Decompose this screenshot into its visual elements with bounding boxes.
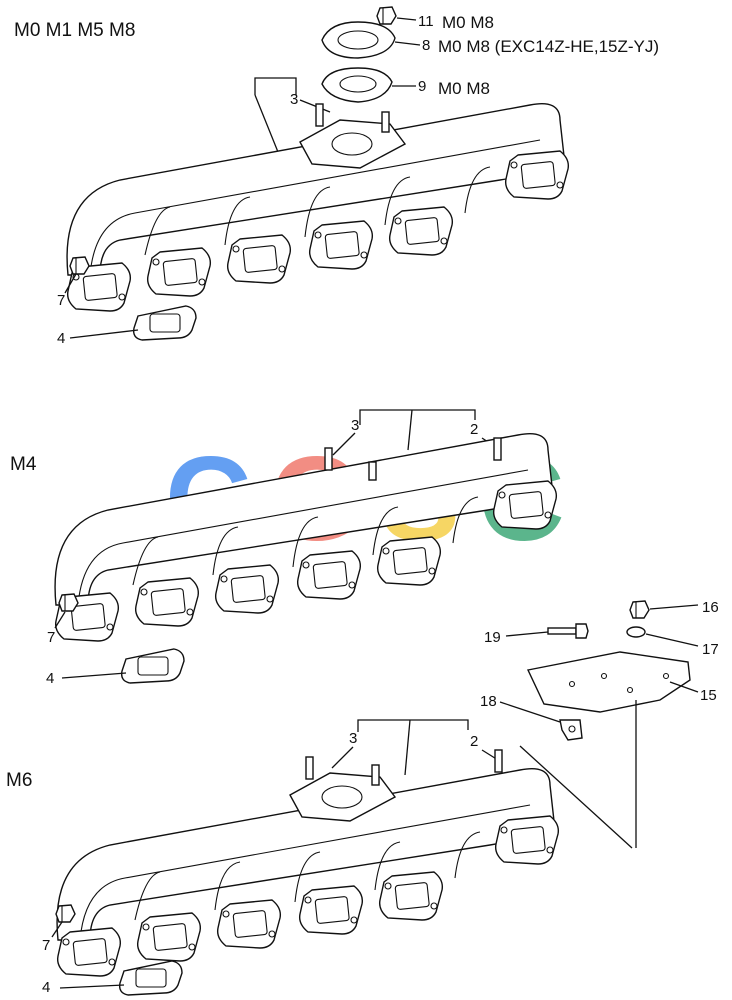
part-number-16: 16 bbox=[702, 599, 719, 616]
nut-7-top bbox=[69, 256, 90, 275]
part-number-3-mid: 3 bbox=[351, 417, 359, 434]
gasket-4-top bbox=[132, 305, 197, 341]
assembly-middle: M4 3 2 7 4 bbox=[10, 409, 556, 687]
nut-11 bbox=[376, 6, 397, 25]
nut-16 bbox=[629, 600, 650, 619]
manifold-middle bbox=[55, 434, 556, 641]
gasket-4-middle bbox=[120, 648, 185, 684]
part-number-17: 17 bbox=[702, 641, 719, 658]
model-label-bottom: M6 bbox=[6, 770, 32, 791]
part-number-9: 9 bbox=[418, 78, 426, 95]
part-number-15: 15 bbox=[700, 687, 717, 704]
flange-8 bbox=[321, 21, 396, 59]
gasket-4-bottom bbox=[118, 960, 183, 996]
callout-9: M0 M8 bbox=[438, 79, 490, 98]
part-number-11: 11 bbox=[418, 13, 434, 30]
model-label-top: M0 M1 M5 M8 bbox=[14, 20, 135, 41]
nut-7-bottom bbox=[55, 904, 76, 923]
heat-shield-15 bbox=[526, 651, 691, 713]
washer-17 bbox=[626, 626, 646, 638]
part-number-8: 8 bbox=[422, 37, 430, 54]
assembly-top: M0 M1 M5 M8 11 M0 M8 8 M0 M8 (EXC14Z-HE,… bbox=[14, 6, 659, 347]
assembly-bottom: M6 3 2 7 4 bbox=[6, 719, 558, 996]
part-number-19: 19 bbox=[484, 629, 501, 646]
clamp-18 bbox=[559, 719, 583, 741]
manifold-bottom bbox=[57, 749, 558, 976]
bracket-parts: 19 16 17 15 18 bbox=[480, 599, 719, 849]
model-label-middle: M4 bbox=[10, 454, 37, 475]
part-number-3-bot: 3 bbox=[349, 730, 357, 747]
part-number-2-bot: 2 bbox=[470, 733, 478, 750]
manifold-top bbox=[67, 104, 568, 311]
part-number-3-top: 3 bbox=[290, 91, 298, 108]
part-number-7-top: 7 bbox=[57, 292, 65, 309]
part-number-4-mid: 4 bbox=[46, 670, 54, 687]
bolt-19 bbox=[547, 623, 589, 639]
callout-8: M0 M8 (EXC14Z-HE,15Z-YJ) bbox=[438, 37, 659, 56]
part-number-4-top: 4 bbox=[57, 330, 65, 347]
part-number-4-bot: 4 bbox=[42, 979, 50, 996]
part-number-7-mid: 7 bbox=[47, 629, 55, 646]
nut-7-middle bbox=[58, 593, 79, 612]
part-number-7-bot: 7 bbox=[42, 937, 50, 954]
part-number-2-mid: 2 bbox=[470, 421, 478, 438]
callout-11: M0 M8 bbox=[442, 13, 494, 32]
part-number-18: 18 bbox=[480, 693, 497, 710]
gasket-9 bbox=[321, 67, 393, 103]
